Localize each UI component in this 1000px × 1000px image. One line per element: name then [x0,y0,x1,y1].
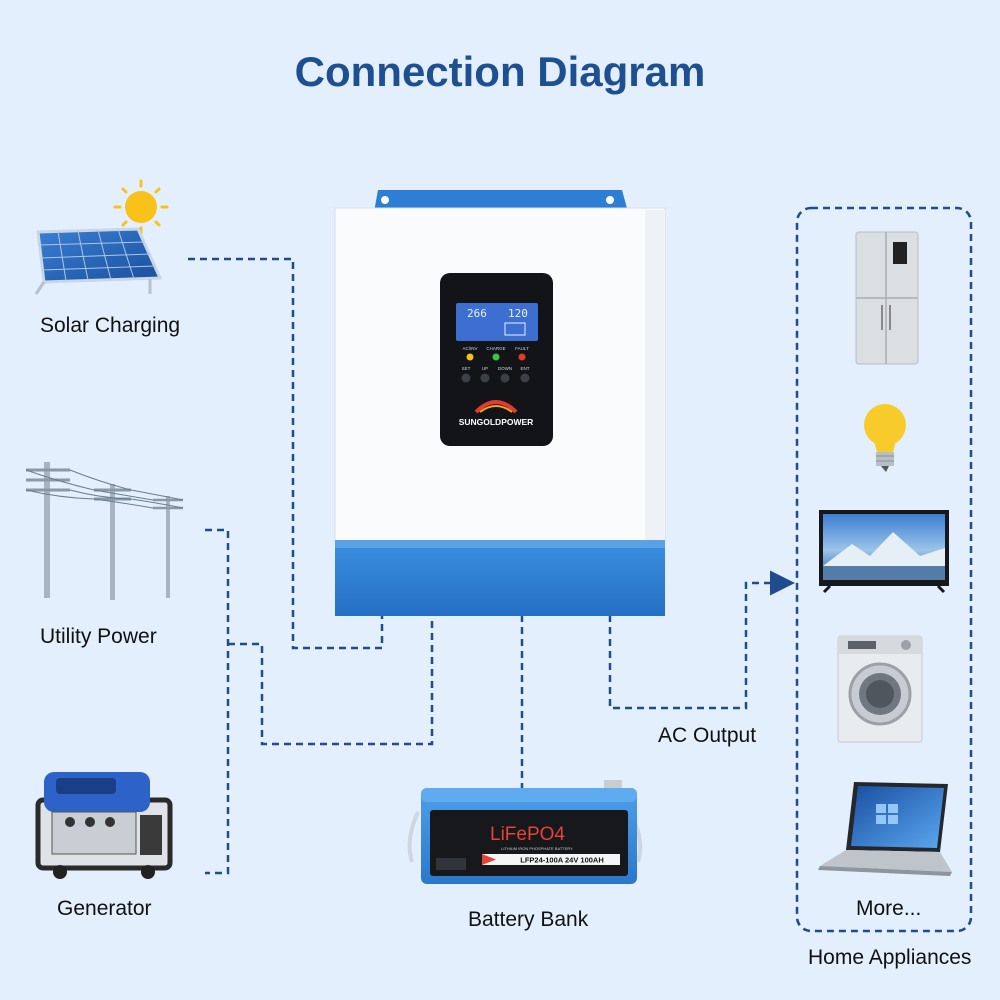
down-button[interactable] [500,373,510,383]
tv-icon [819,510,949,594]
generator-icon [35,772,173,879]
inverter-lcd [456,303,538,341]
solar-charging-label: Solar Charging [40,314,181,337]
utility-connection-line [205,528,230,875]
utility-bus-line [228,615,434,746]
lcd-left-reading: 266 [467,307,487,320]
ac-output-label: AC Output [658,724,757,747]
more-label: More... [856,897,922,920]
ent-button[interactable] [520,373,530,383]
washing-machine-icon [837,635,923,743]
set-button[interactable] [461,373,471,383]
connection-lines [188,257,768,875]
button-up-label: UP [482,366,488,371]
solar-connection-line [188,257,384,650]
button-set-label: SET [462,366,471,371]
lcd-right-reading: 120 [508,307,528,320]
inverter-brand: SUNGOLDPOWER [459,417,534,427]
battery-chemistry: LiFePO4 [490,824,565,845]
inverter-base [335,540,665,616]
utility-power-label: Utility Power [40,625,157,648]
page-title: Connection Diagram [294,48,706,95]
inverter-device: 266 120 AC/INV CHARGE FAULT SET UP DOWN … [334,190,666,616]
fault-led [518,353,526,361]
laptop-icon [818,782,952,876]
sun-icon [113,179,169,235]
inverter-mount-bracket [374,190,628,212]
home-appliances-label: Home Appliances [808,946,972,969]
indicator-ac-inv-label: AC/INV [462,346,477,351]
sungoldpower-logo-icon [474,400,518,414]
solar-panel-icon [34,227,163,295]
generator-label: Generator [57,897,152,920]
button-down-label: DOWN [498,366,512,371]
utility-poles-icon [25,462,184,600]
battery-bank-label: Battery Bank [468,908,589,931]
button-ent-label: ENT [521,366,530,371]
battery-model: LFP24-100A 24V 100AH [520,856,604,865]
battery-subtitle: LITHIUM IRON PHOSPHATE BATTERY [501,846,573,851]
charge-led [492,353,500,361]
up-button[interactable] [480,373,490,383]
battery-icon: LiFePO4 LITHIUM IRON PHOSPHATE BATTERY L… [407,780,643,884]
indicator-fault-label: FAULT [515,346,529,351]
home-appliances-box [795,206,973,933]
light-bulb-icon [864,404,906,472]
indicator-charge-label: CHARGE [486,346,505,351]
ac-inv-led [466,353,474,361]
refrigerator-icon [855,231,919,365]
ac-output-line [608,581,768,710]
